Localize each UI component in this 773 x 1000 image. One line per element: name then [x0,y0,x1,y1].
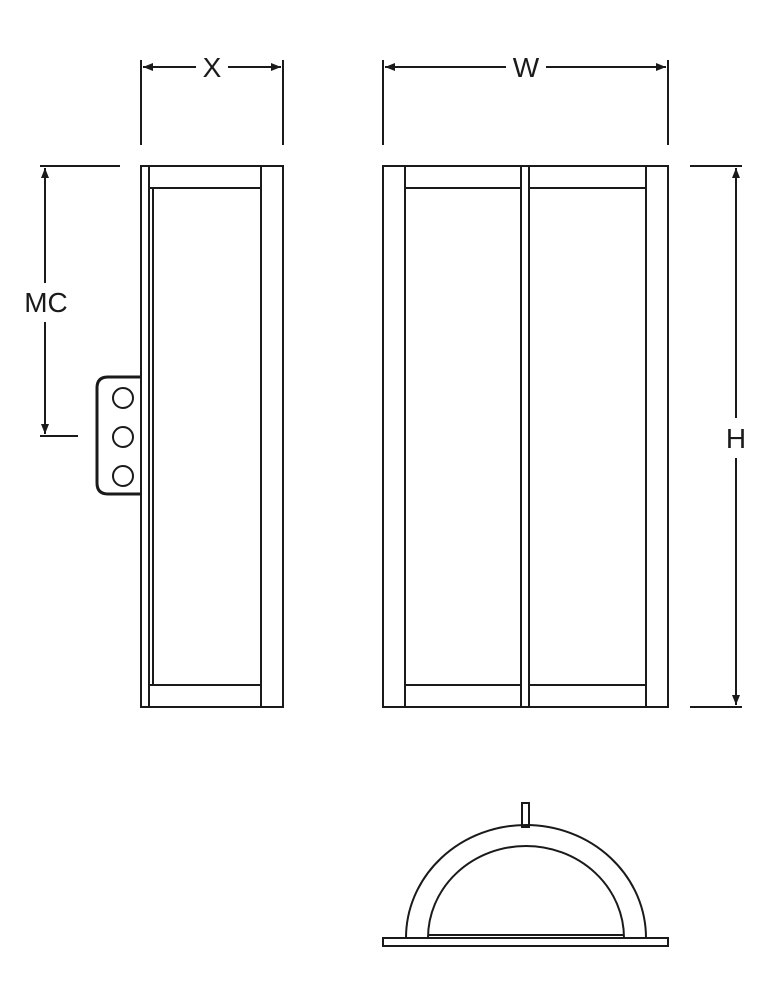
front-view [382,165,669,708]
mount-hole-icon [112,465,134,487]
height-dimension: H [690,165,746,708]
mount-hole-icon [112,426,134,448]
width-dimension: W [382,52,669,145]
depth-dimension: X [140,52,284,145]
top-view [382,802,669,947]
side-top-cap [148,165,262,189]
top-inner-arc [427,845,625,939]
front-right-top-cap [528,165,647,189]
front-right-bottom-cap [528,684,647,708]
front-left-glass-panel [404,187,522,686]
top-mount-stem [521,802,530,828]
mc-label: MC [24,287,68,318]
front-right-rail [645,165,669,708]
top-backplate [382,937,669,947]
height-label: H [726,423,746,454]
front-left-rail [382,165,406,708]
front-left-top-cap [404,165,522,189]
front-outer-frame [382,165,669,708]
width-label: W [513,52,540,83]
front-left-bottom-cap [404,684,522,708]
mounting-center-dimension: MC [24,165,120,437]
side-view [95,165,284,708]
mounting-bracket [95,375,141,496]
mount-hole-icon [112,387,134,409]
front-right-glass-panel [528,187,647,686]
side-bottom-cap [148,684,262,708]
side-glass-panel [152,187,262,686]
side-right-rail [260,165,284,708]
front-center-mullion [520,165,530,708]
depth-label: X [203,52,222,83]
top-outer-arc [405,824,647,939]
